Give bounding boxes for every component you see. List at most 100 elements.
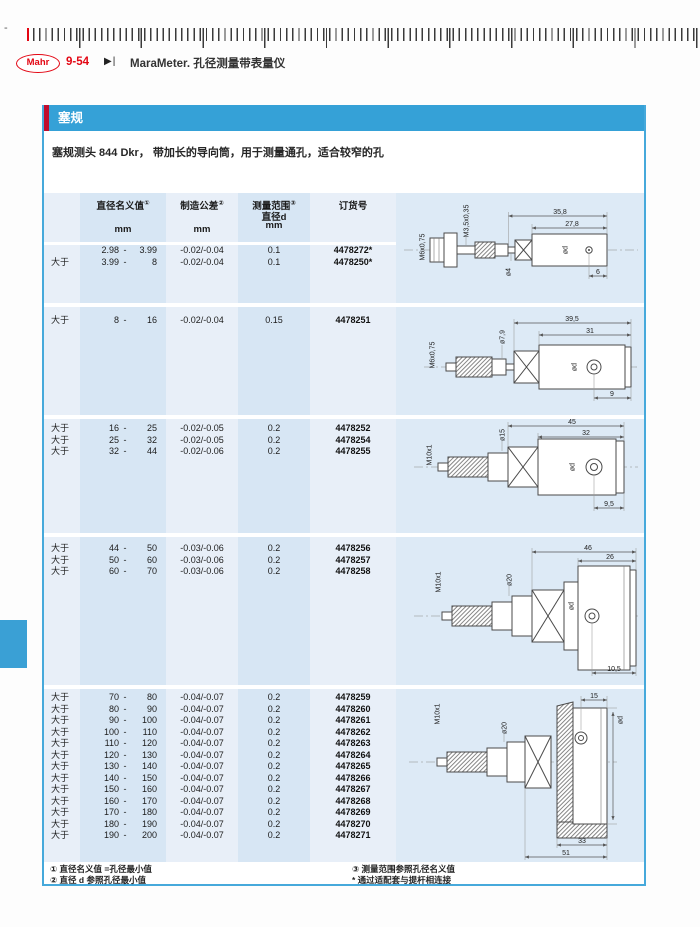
qualifier-cell: 大于 <box>51 256 70 267</box>
range-to: 16 <box>146 315 157 325</box>
range-to: 130 <box>141 749 157 760</box>
order-number-cell: 4478268 <box>335 795 371 806</box>
order-number-cell: 4478251 <box>335 315 371 325</box>
range-cell: 2.98-3.99 <box>80 245 166 257</box>
range-to: 140 <box>141 761 157 771</box>
qualifier-cell: 大于 <box>51 818 70 829</box>
tolerance-cell: -0.04/-0.07 <box>180 795 224 806</box>
range-dash: - <box>123 434 127 445</box>
range-cell: 140-150 <box>80 773 166 785</box>
range-cell: 32-44 <box>80 446 166 458</box>
order-number-cell: 4478250* <box>333 256 373 267</box>
col-header-order: 订货号 <box>338 201 368 212</box>
range-dash: - <box>123 566 127 576</box>
range-dash: - <box>123 245 127 255</box>
tolerance-cell: -0.03/-0.06 <box>180 566 224 576</box>
order-number-cell: 4478265 <box>335 761 371 771</box>
qualifier-cell: 大于 <box>51 703 70 714</box>
qualifier-cell: 大于 <box>51 315 70 325</box>
col-header-nominal: 直径名义值① <box>80 198 166 212</box>
tolerance-cell: -0.02/-0.04 <box>180 315 224 325</box>
order-number-cell: 4478258 <box>335 566 371 576</box>
range-cell: 44-50 <box>80 543 166 555</box>
measuring-range-cell: 0.2 <box>267 715 281 725</box>
qualifier-cell: 大于 <box>51 807 70 817</box>
dim-label-length: 35,8 <box>553 209 567 216</box>
qualifier-cell: 大于 <box>51 715 70 725</box>
dim-label-thread2: M3,5x0,35 <box>464 205 471 238</box>
order-number-cell: 4478269 <box>335 807 371 817</box>
dim-label-thread: M6x0,75 <box>430 341 437 368</box>
range-cell: 150-160 <box>80 784 166 796</box>
tolerance-cell: -0.03/-0.06 <box>180 554 224 565</box>
tolerance-cell: -0.02/-0.05 <box>180 434 224 445</box>
range-from: 2.98 <box>101 245 119 255</box>
qualifier-cell: 大于 <box>51 554 70 565</box>
range-dash: - <box>123 830 127 840</box>
range-from: 110 <box>104 738 119 748</box>
dim-label-diameter: ø4 <box>506 268 513 276</box>
tolerance-cell: -0.04/-0.07 <box>180 772 224 783</box>
measuring-range-cell: 0.2 <box>267 749 281 760</box>
ruler-red-tick <box>27 28 29 41</box>
measuring-range-cell: 0.2 <box>267 446 281 456</box>
range-to: 32 <box>146 434 157 445</box>
row-separator <box>44 242 396 245</box>
tolerance-cell: -0.04/-0.07 <box>180 784 224 794</box>
range-cell: 160-170 <box>80 796 166 808</box>
range-from: 32 <box>108 446 119 456</box>
dim-label-diameter-d: ød <box>563 246 570 254</box>
tolerance-cell: -0.02/-0.05 <box>180 423 224 433</box>
order-number-cell: 4478254 <box>335 434 371 445</box>
order-number-cell: 4478259 <box>335 692 371 702</box>
range-to: 160 <box>141 784 157 794</box>
technical-drawing-4: M10x1 ø20 ød 46 26 10,5 <box>414 545 638 676</box>
range-from: 44 <box>108 543 119 553</box>
range-dash: - <box>123 423 127 433</box>
dim-label-length: 45 <box>568 419 576 426</box>
range-to: 180 <box>141 807 157 817</box>
range-from: 16 <box>108 423 119 433</box>
dim-label-length: 15 <box>590 693 598 700</box>
range-from: 25 <box>108 434 119 445</box>
mahr-logo: Mahr <box>16 54 60 73</box>
range-dash: - <box>123 795 127 806</box>
dim-label-diameter: ø20 <box>507 574 514 586</box>
measuring-range-cell: 0.2 <box>267 726 281 737</box>
range-dash: - <box>123 446 127 456</box>
range-cell: 60-70 <box>80 566 166 578</box>
range-from: 8 <box>113 315 119 325</box>
range-from: 50 <box>108 554 119 565</box>
tolerance-cell: -0.04/-0.07 <box>180 692 224 702</box>
order-number-cell: 4478255 <box>335 446 371 456</box>
col-unit: mm <box>114 224 132 235</box>
tolerance-cell: -0.04/-0.07 <box>180 761 224 771</box>
dim-label-tip: 9 <box>610 391 614 398</box>
range-from: 120 <box>103 749 119 760</box>
tolerance-cell: -0.04/-0.07 <box>180 715 224 725</box>
range-to: 100 <box>141 715 157 725</box>
range-dash: - <box>123 315 127 325</box>
dim-label-length: 51 <box>562 850 570 857</box>
range-from: 80 <box>108 703 119 714</box>
col-header-range-sub: 直径d <box>261 212 287 223</box>
qualifier-cell: 大于 <box>51 772 70 783</box>
dim-label-thread: M10x1 <box>435 703 442 724</box>
range-dash: - <box>123 807 127 817</box>
measuring-range-cell: 0.1 <box>267 245 281 255</box>
dim-label-length: 26 <box>606 554 614 561</box>
range-dash: - <box>123 715 127 725</box>
measuring-range-cell: 0.2 <box>267 784 281 794</box>
tolerance-cell: -0.03/-0.06 <box>180 543 224 553</box>
